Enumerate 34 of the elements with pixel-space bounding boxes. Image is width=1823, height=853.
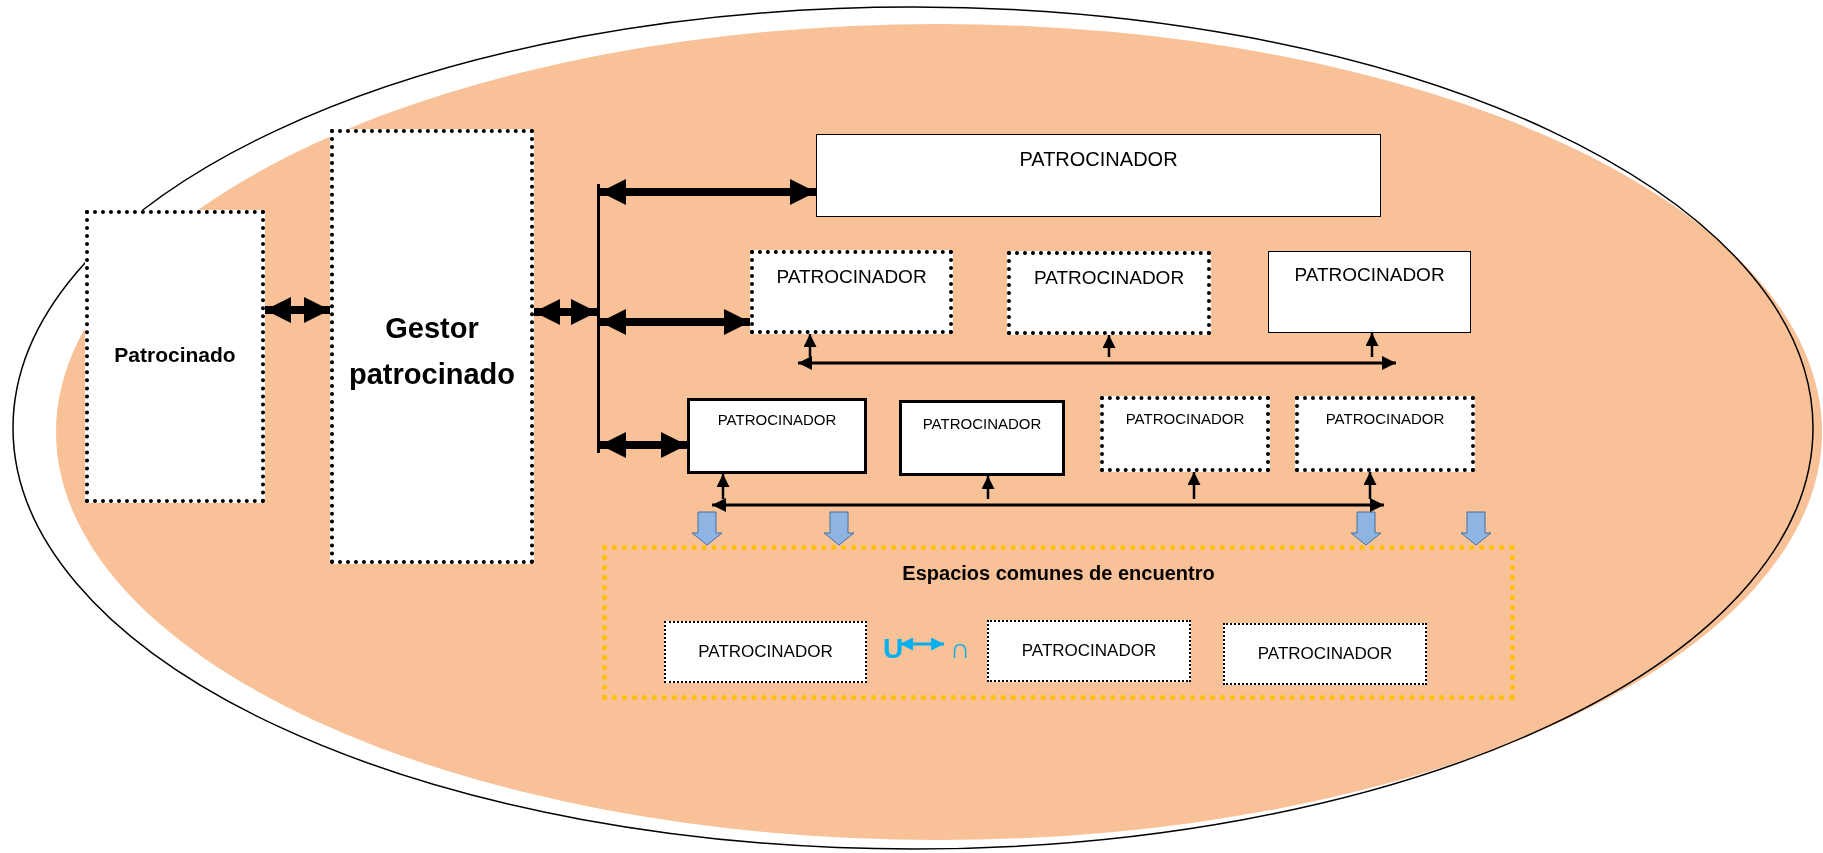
meeting-space-frame — [602, 545, 1515, 700]
sponsor-box: PATROCINADOR — [1295, 396, 1475, 472]
arrow — [981, 476, 995, 499]
bus-line — [712, 499, 1384, 511]
arrow — [900, 637, 944, 651]
sponsor-box: PATROCINADOR — [899, 400, 1065, 476]
arrow — [265, 297, 330, 323]
arrow — [1102, 335, 1116, 357]
arrow — [1187, 472, 1201, 499]
arrow — [803, 334, 817, 357]
sponsor-box: PATROCINADOR — [987, 620, 1191, 682]
block-arrow — [691, 511, 723, 546]
sponsor-box: PATROCINADOR — [816, 134, 1381, 217]
sponsor-box: PATROCINADOR — [664, 621, 867, 683]
frame-title: Espacios comunes de encuentro — [902, 562, 1215, 585]
union-symbol: U — [881, 629, 905, 669]
sponsor-box: PATROCINADOR — [687, 398, 867, 474]
bus-line — [798, 357, 1396, 369]
block-arrow — [823, 511, 855, 546]
arrow — [716, 474, 730, 499]
sponsor-box: PATROCINADOR — [1007, 251, 1211, 335]
sponsored-box: Patrocinado — [85, 210, 265, 503]
block-arrow — [1460, 511, 1492, 546]
arrow — [1365, 333, 1379, 357]
sponsor-box: PATROCINADOR — [1100, 396, 1270, 472]
block-arrow — [1350, 511, 1382, 546]
sponsor-box: PATROCINADOR — [1223, 623, 1427, 685]
sponsor-box: PATROCINADOR — [1268, 251, 1471, 333]
intersection-symbol: ∩ — [949, 629, 971, 669]
arrow — [534, 299, 597, 325]
manager-box: Gestor patrocinado — [330, 129, 534, 564]
arrow — [1363, 472, 1377, 499]
sponsor-box: PATROCINADOR — [750, 250, 953, 334]
vertical-line — [597, 184, 600, 453]
